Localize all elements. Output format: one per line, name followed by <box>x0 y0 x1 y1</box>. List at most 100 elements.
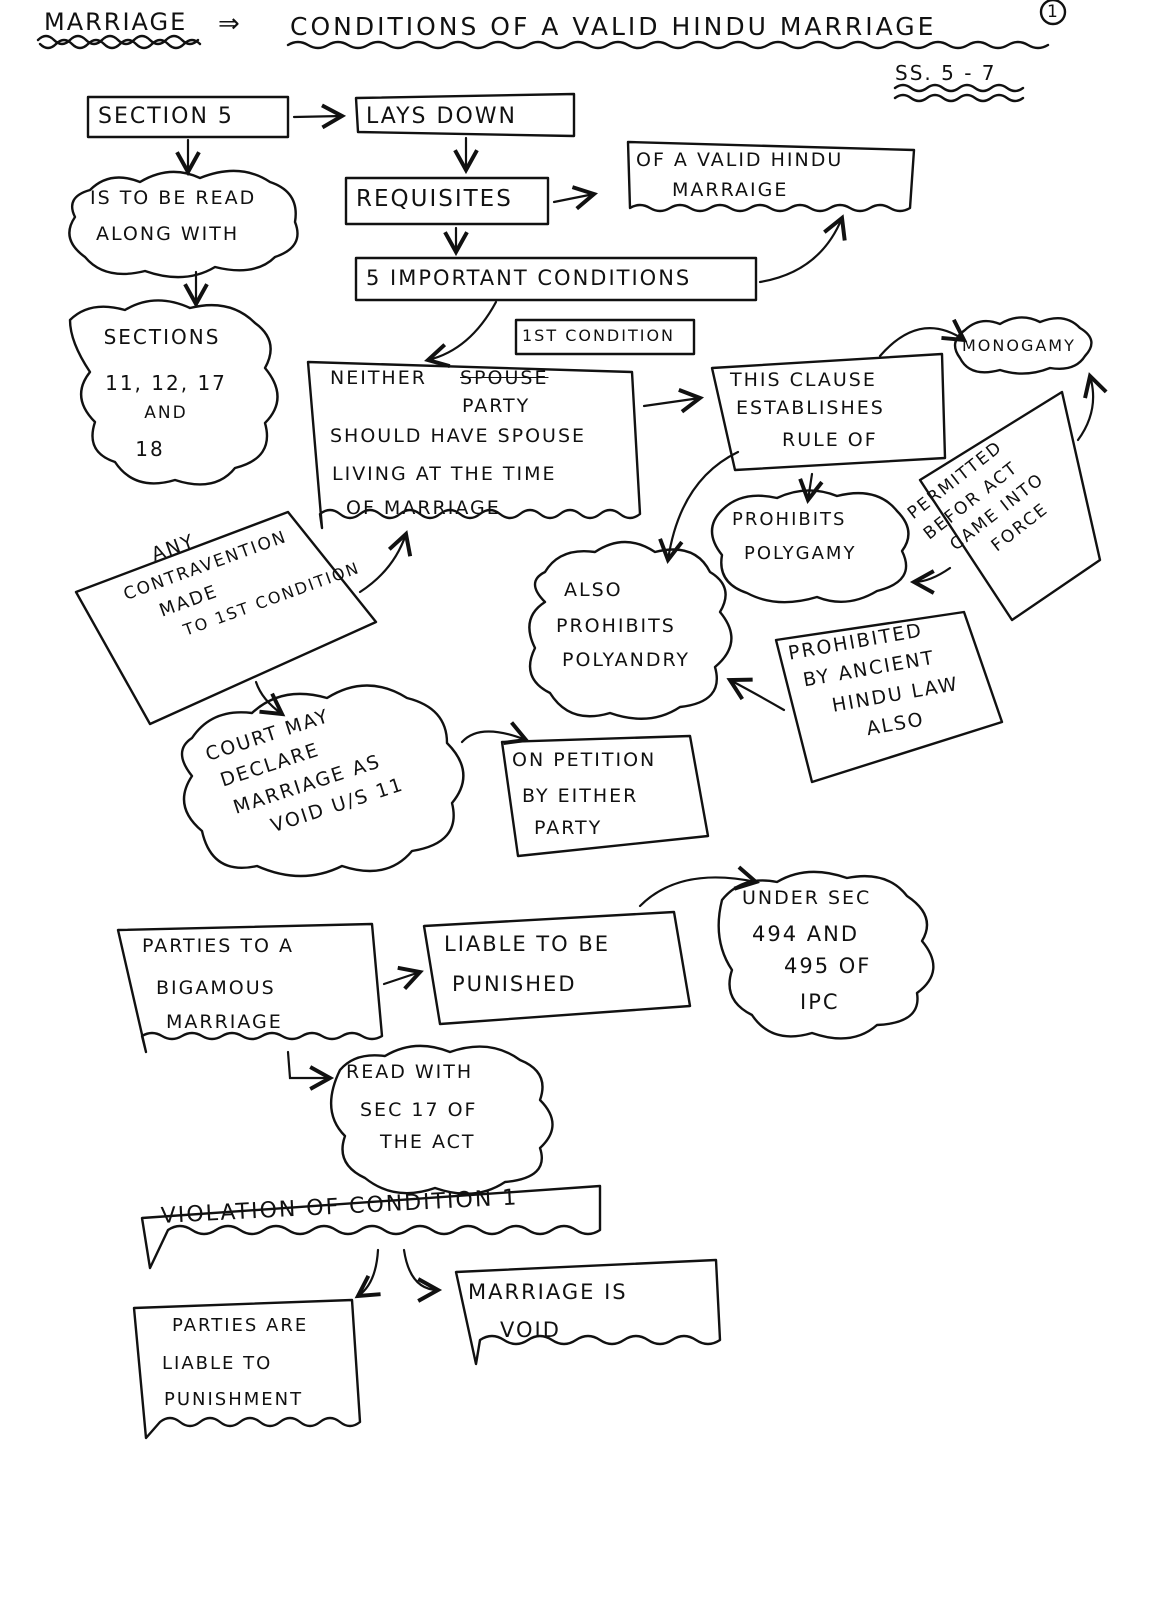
sections-line-2: 11, 12, 17 <box>105 371 227 395</box>
bigamous-line-1: PARTIES TO A <box>142 935 294 957</box>
arrow-rule-polygamy <box>798 472 824 505</box>
ipc-line-2: 494 and <box>752 922 860 946</box>
arrow-rule-monogamy <box>878 318 968 358</box>
topic-wavy-underline <box>36 34 200 46</box>
first-condition-label: 1ST CONDITION <box>522 326 676 345</box>
lays-down-box <box>354 92 576 138</box>
sections-reference: SS. 5 - 7 <box>895 61 997 85</box>
petition-box <box>500 734 710 858</box>
bigamous-line-3: MARRIAGE <box>166 1011 283 1033</box>
topic-wavy-underline-2 <box>38 38 202 50</box>
arrow-permitted-monogamy <box>1076 372 1108 442</box>
bigamous-line-2: BIGAMOUS <box>156 977 276 999</box>
arrow-conditions-neither <box>424 300 498 369</box>
arrow-section5-laysdown <box>292 103 347 130</box>
permitted-box <box>918 390 1102 622</box>
polyandry-line-3: POLYANDRY <box>562 649 691 671</box>
petition-line-1: ON PETITION <box>512 749 657 771</box>
neither-box <box>306 360 642 530</box>
sections-wavy-underline <box>893 83 1025 93</box>
parties-liable-line-1: PARTIES ARE <box>172 1315 309 1336</box>
liable-line-1: LIABLE TO BE <box>444 932 611 956</box>
arrow-contravention-court <box>254 680 286 717</box>
section5-label: SECTION 5 <box>98 104 234 129</box>
section5-box <box>86 95 290 139</box>
arrow-rule-polyandry <box>658 450 740 565</box>
polyandry-line-1: ALSO <box>564 579 623 601</box>
parties-liable-box <box>132 1298 362 1440</box>
petition-line-2: BY EITHER <box>522 785 639 807</box>
ancient-law-box <box>774 610 1004 784</box>
liable-box <box>422 910 692 1026</box>
sections-line-4: 18 <box>135 437 165 461</box>
monogamy-cloud <box>953 316 1093 375</box>
rule-of-line-3: RULE OF <box>782 429 878 451</box>
read-sec17-cloud <box>329 1044 554 1195</box>
page-number: 1 <box>1047 2 1060 22</box>
neither-line-3: SHOULD HAVE SPOUSE <box>330 425 587 447</box>
arrow-neither-rule <box>642 388 705 414</box>
polygamy-line-1: PROHIBITS <box>732 509 847 530</box>
first-condition-box <box>514 318 696 356</box>
ipc-cloud <box>717 870 935 1040</box>
ipc-line-1: UNDER SEC <box>742 887 872 909</box>
five-conditions-box <box>354 256 758 302</box>
page-number-circle <box>1039 0 1067 26</box>
marriage-void-line-2: VOID <box>500 1318 561 1342</box>
neither-line-2: PARTY <box>462 395 531 417</box>
sections-wavy-underline-2 <box>893 93 1025 103</box>
title-wavy-underline <box>286 40 1050 50</box>
violation-box <box>140 1184 602 1270</box>
sections-line-3: AND <box>144 403 188 423</box>
valid-marriage-line-1: OF A VALID HINDU <box>636 149 844 171</box>
lays-down-label: LAYS DOWN <box>366 104 517 129</box>
rule-of-line-2: ESTABLISHES <box>736 397 885 419</box>
requisites-label: REQUISITES <box>356 186 513 212</box>
arrow-ancient-polyandry <box>726 677 786 712</box>
arrow-court-petition <box>460 721 530 745</box>
sections-line-1: SECTIONS <box>103 325 221 349</box>
petition-line-3: PARTY <box>534 817 603 839</box>
rule-of-box <box>710 352 947 472</box>
arrow-permitted-polygamy <box>909 566 952 595</box>
polyandry-line-2: PROHIBITS <box>556 615 676 637</box>
arrow-bigamous-liable <box>382 965 424 991</box>
polygamy-line-2: POLYGAMY <box>744 543 857 564</box>
court-cloud <box>180 684 465 878</box>
arrow-requisites-valid <box>552 185 598 211</box>
page-title: CONDITIONS OF A VALID HINDU MARRIAGE <box>290 12 937 41</box>
liable-line-2: PUNISHED <box>452 972 577 996</box>
read-sec17-line-2: SEC 17 OF <box>360 1099 478 1121</box>
read-along-line-2: ALONG WITH <box>96 223 240 245</box>
five-conditions-label: 5 IMPORTANT CONDITIONS <box>366 266 692 290</box>
arrow-bigamous-readsec17 <box>286 1050 335 1091</box>
requisites-box <box>344 176 550 226</box>
arrow-contravention-neither <box>358 530 413 594</box>
parties-liable-line-3: PUNISHMENT <box>164 1389 304 1410</box>
neither-line-4: LIVING AT THE TIME <box>332 463 557 485</box>
rule-of-line-1: THIS CLAUSE <box>730 369 877 391</box>
neither-struck-word: SPOUSE <box>460 367 549 389</box>
arrow-violation-void <box>402 1248 443 1303</box>
bigamous-box <box>116 922 384 1054</box>
monogamy-label: MONOGAMY <box>962 336 1076 355</box>
marriage-void-line-1: MARRIAGE IS <box>468 1280 628 1304</box>
arrow-violation-parties <box>354 1248 381 1299</box>
valid-marriage-line-2: MARRAIGE <box>672 179 789 201</box>
parties-liable-line-2: LIABLE TO <box>162 1353 273 1374</box>
arrow-conditions-valid <box>758 214 847 284</box>
neither-line-1: NEITHER <box>330 367 427 389</box>
neither-line-5: OF MARRIAGE <box>346 497 501 519</box>
ipc-line-4: IPC <box>800 990 840 1014</box>
read-along-line-1: IS TO BE READ <box>90 187 257 209</box>
arrow-liable-ipc <box>638 865 760 908</box>
marriage-void-box <box>454 1258 722 1366</box>
ipc-line-3: 495 OF <box>784 954 872 978</box>
contravention-box <box>74 510 378 726</box>
polyandry-cloud <box>528 540 733 720</box>
read-sec17-line-1: READ WITH <box>346 1061 474 1083</box>
implies-arrow: ⇒ <box>218 9 242 39</box>
valid-marriage-box <box>626 140 916 213</box>
topic-title: MARRIAGE <box>44 8 188 36</box>
